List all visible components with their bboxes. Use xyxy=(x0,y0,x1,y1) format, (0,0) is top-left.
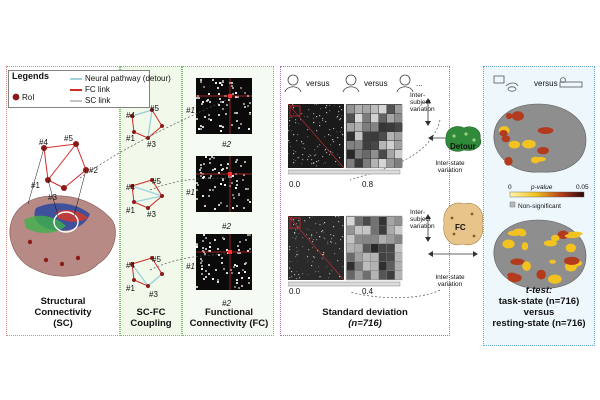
coupling3-label-4: #4 xyxy=(126,261,135,270)
coupling2-label-4: #4 xyxy=(126,183,135,192)
fc1-label-1: #1 xyxy=(186,106,195,115)
fc-blob-label: FC xyxy=(455,223,466,232)
t-test-brains xyxy=(493,103,587,289)
sd-scale-min-1: 0.0 xyxy=(289,180,301,189)
legend-roi-label: RoI xyxy=(22,93,35,102)
coupling3-label-5: #5 xyxy=(152,255,161,264)
fc-matrix xyxy=(196,234,252,290)
sc-node-label-2: #2 xyxy=(89,166,98,175)
inter-state-label-1: Inter-state variation xyxy=(435,160,465,174)
fc2-label-1: #1 xyxy=(186,188,195,197)
t-test-title: t-test: task-state (n=716) versus restin… xyxy=(492,285,586,329)
coupling-graphics xyxy=(130,108,165,288)
fc1-label-2: #2 xyxy=(222,140,231,149)
coupling3-label-3: #3 xyxy=(149,290,158,299)
t-test-panel xyxy=(483,66,595,346)
legend-box xyxy=(8,70,150,108)
sd-matrices xyxy=(288,104,403,287)
fc3-label-1: #1 xyxy=(186,262,195,271)
coupling1-label-4: #4 xyxy=(126,111,135,120)
coupling3-label-1: #1 xyxy=(126,284,135,293)
sc-node-label-1: #1 xyxy=(31,181,40,190)
coupling-network-2 xyxy=(130,178,165,210)
sd-scale-min-2: 0.0 xyxy=(289,287,301,296)
p-value-colorbar xyxy=(509,191,585,208)
colorbar-max: 0.05 xyxy=(576,184,589,191)
sc-fc-coupling-title: SC-FC Coupling xyxy=(130,307,172,329)
brain-map xyxy=(493,103,587,173)
roi-legend-icon xyxy=(12,93,20,101)
coupling2-label-5: #5 xyxy=(152,177,161,186)
functional-connectivity-title: Functional Connectivity (FC) xyxy=(189,307,269,329)
person-icon xyxy=(342,74,360,93)
inter-state-label-2: Inter-state variation xyxy=(435,274,465,288)
coupling1-label-1: #1 xyxy=(126,134,135,143)
fc3-label-2: #2 xyxy=(222,299,231,308)
versus-label-1: versus xyxy=(306,79,330,88)
legend-sc-label: SC link xyxy=(85,96,111,105)
brain-with-tracts xyxy=(9,147,116,277)
sc-node-label-5: #5 xyxy=(64,134,73,143)
coupling2-label-3: #3 xyxy=(147,210,156,219)
inter-subject-label-2: Inter-subject variation xyxy=(410,209,435,230)
fc-matrix xyxy=(196,156,252,212)
sd-matrix xyxy=(288,215,401,287)
subject-icons xyxy=(284,74,414,93)
rest-icon xyxy=(559,77,583,88)
state-icons xyxy=(493,75,583,92)
versus-label-2: versus xyxy=(364,79,388,88)
sd-scale-max-1: 0.8 xyxy=(362,180,374,189)
fc-matrices xyxy=(196,78,252,290)
sd-zoom xyxy=(345,215,403,281)
person-icon xyxy=(284,74,302,93)
legend-fc-label: FC link xyxy=(85,85,110,94)
sc-node-label-3: #3 xyxy=(48,193,57,202)
colorbar-label: p-value xyxy=(531,184,553,191)
ttest-versus-label: versus xyxy=(534,79,558,88)
structural-graphic xyxy=(9,141,116,277)
brain-map xyxy=(493,219,587,289)
standard-deviation-title: Standard deviation (n=716) xyxy=(322,307,408,329)
coupling-network-3 xyxy=(130,256,164,288)
sd-scale-max-2: 0.4 xyxy=(362,287,374,296)
detour-blob-icon xyxy=(445,126,482,152)
structural-connectivity-title: Structural Connectivity (SC) xyxy=(34,296,92,329)
blob-icons xyxy=(443,126,484,246)
sd-matrix xyxy=(288,104,401,175)
non-significant-label: Non-significant xyxy=(518,203,561,210)
legend-pathway-label: Neural pathway (detour) xyxy=(85,74,171,83)
coupling-network-1 xyxy=(130,108,164,140)
ellipsis-label: ... xyxy=(416,79,423,88)
sd-zoom xyxy=(345,104,403,169)
coupling2-label-1: #1 xyxy=(126,206,135,215)
coupling1-label-3: #3 xyxy=(147,140,156,149)
fc2-label-2: #2 xyxy=(222,222,231,231)
legend-title: Legends xyxy=(12,71,50,81)
colorbar-min: 0 xyxy=(508,184,512,191)
coupling1-label-5: #5 xyxy=(150,104,159,113)
fc-matrix xyxy=(196,78,252,134)
person-icon xyxy=(396,74,414,93)
detour-label: Detour xyxy=(450,142,476,151)
task-icon xyxy=(493,75,519,92)
sc-node-label-4: #4 xyxy=(39,138,48,147)
inter-subject-label-1: Inter-subject variation xyxy=(410,92,435,113)
